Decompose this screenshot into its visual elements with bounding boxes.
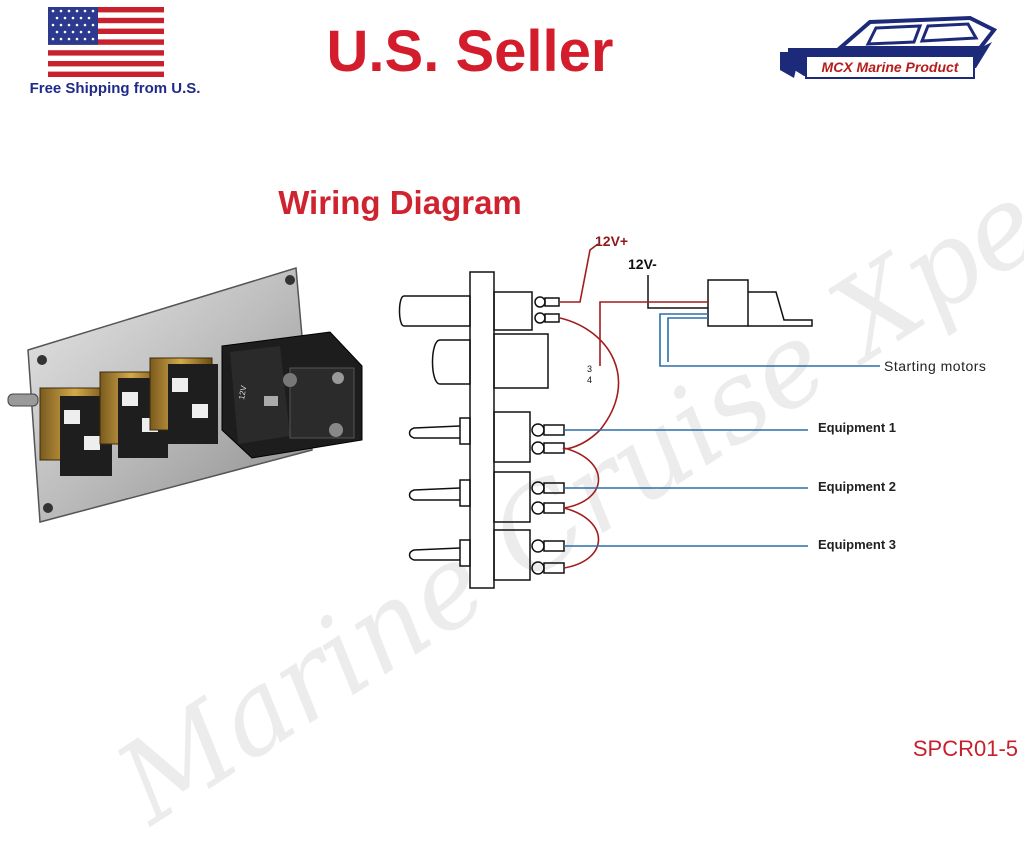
- flag-stripes: [48, 7, 164, 77]
- diagram-title: Wiring Diagram: [278, 184, 522, 221]
- label-equipment-2: Equipment 2: [818, 479, 897, 494]
- logo-text: MCX Marine Product: [821, 59, 959, 75]
- boat-logo-icon: [780, 15, 998, 79]
- wire-jumper-button: [559, 317, 620, 450]
- pin-label-3: 3: [587, 364, 592, 374]
- diagram-relay: [707, 279, 749, 327]
- label-12v-minus: 12V-: [628, 256, 657, 272]
- diagram-button-lug: [544, 313, 560, 323]
- diagram-toggle-1: [408, 411, 565, 463]
- switch-panel-photo: 12V: [7, 267, 363, 523]
- label-equipment-3: Equipment 3: [818, 537, 897, 552]
- diagram-push-button: [398, 295, 471, 327]
- panel-screw-hole: [37, 355, 47, 365]
- start-button-block: [221, 331, 363, 459]
- wire-starting-motors-inner: [667, 317, 708, 362]
- panel-screw-hole: [43, 503, 53, 513]
- flag-stars: [51, 9, 95, 41]
- diagram-toggle-2: [408, 471, 565, 523]
- label-starting-motors: Starting motors: [884, 358, 987, 374]
- label-equipment-1: Equipment 1: [818, 420, 897, 435]
- diagram-button-block: [431, 339, 471, 385]
- model-number: SPCR01-5: [912, 736, 1018, 761]
- diagram-button-lug: [544, 297, 560, 307]
- label-12v-plus: 12V+: [595, 233, 629, 249]
- wire-starting-motors: [659, 313, 880, 367]
- wire-jumper-2-3: [563, 507, 600, 569]
- diagram-toggle-3: [408, 529, 565, 581]
- diagram-button-terminal: [534, 296, 546, 308]
- logo-cabin: [834, 15, 998, 50]
- wire-12v-minus: [647, 275, 708, 309]
- logo-banner: [805, 55, 975, 79]
- toggle-lever: [7, 393, 39, 407]
- wire-12v-plus: [560, 243, 599, 303]
- wire-button-to-relay: [599, 301, 708, 366]
- panel-screw-hole: [285, 275, 295, 285]
- logo-tail: [780, 52, 800, 78]
- pin-label-4: 4: [587, 375, 592, 385]
- diagram-relay-bracket: [748, 291, 813, 327]
- diagram-button-terminal: [534, 312, 546, 324]
- free-shipping-text: Free Shipping from U.S.: [29, 80, 201, 97]
- diagram-push-button-housing: [493, 291, 533, 331]
- wiring-diagram: 3 4: [398, 243, 880, 589]
- us-flag-icon: [48, 7, 164, 77]
- flag-canton: [48, 7, 98, 45]
- diagram-button-contact-block: [493, 333, 549, 389]
- logo-windows: [865, 22, 979, 46]
- seller-heading: U.S. Seller: [326, 19, 614, 84]
- panel-voltage-marking: 12V: [237, 384, 248, 400]
- toggle-switch-3: [149, 357, 218, 444]
- diagram-panel-bar: [469, 271, 495, 589]
- wire-jumper-1-2: [563, 447, 600, 509]
